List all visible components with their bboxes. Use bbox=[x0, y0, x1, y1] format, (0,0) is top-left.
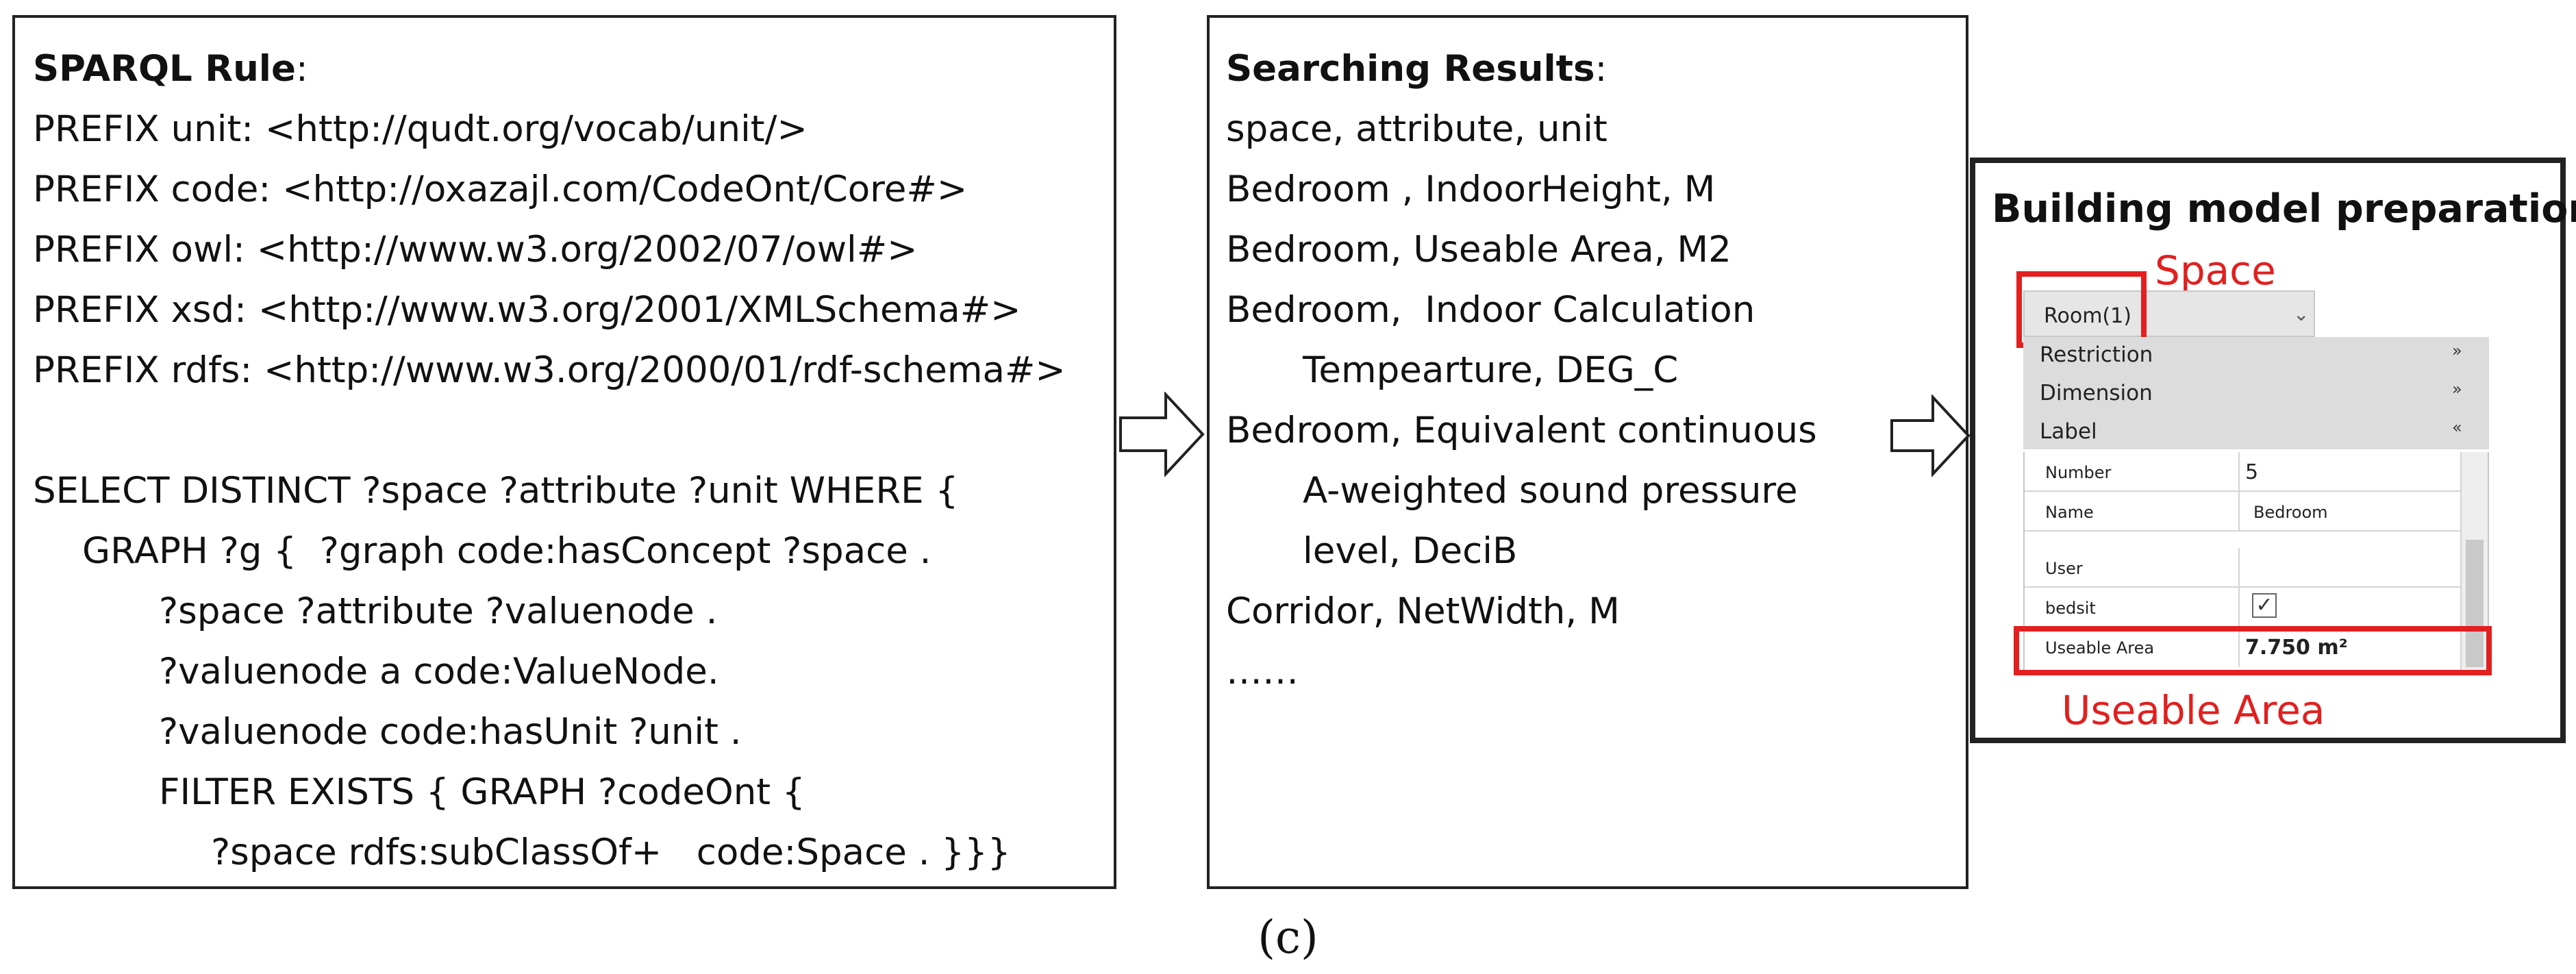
result-line: A-weighted sound pressure bbox=[1303, 470, 1798, 512]
sparql-line: PREFIX xsd: <http://www.w3.org/2001/XMLS… bbox=[33, 289, 1021, 331]
arrow-right-icon bbox=[1890, 395, 1971, 477]
property-key: bedsit bbox=[2045, 599, 2096, 618]
space-annotation-label: Space bbox=[2155, 247, 2276, 294]
sparql-line: GRAPH ?g { ?graph code:hasConcept ?space… bbox=[82, 530, 931, 572]
grid-divider bbox=[2238, 588, 2240, 626]
sparql-line: ?valuenode code:hasUnit ?unit . bbox=[159, 711, 742, 753]
results-heading-colon: : bbox=[1595, 48, 1608, 90]
collapse-chevron-icon[interactable]: « bbox=[2452, 418, 2462, 437]
searching-results-panel: Searching Results: space, attribute, uni… bbox=[1207, 15, 1968, 889]
sparql-line: PREFIX code: <http://oxazajl.com/CodeOnt… bbox=[33, 168, 968, 210]
sparql-rule-panel: SPARQL Rule: PREFIX unit: <http://qudt.o… bbox=[12, 15, 1116, 889]
result-line: space, attribute, unit bbox=[1226, 108, 1608, 150]
sparql-line: SELECT DISTINCT ?space ?attribute ?unit … bbox=[33, 470, 959, 512]
property-categories: Restriction » Dimension » Label « bbox=[2023, 337, 2489, 449]
sparql-line: PREFIX rdfs: <http://www.w3.org/2000/01/… bbox=[33, 349, 1066, 391]
sparql-line: PREFIX owl: <http://www.w3.org/2002/07/o… bbox=[33, 229, 918, 271]
arrow-right-icon bbox=[1119, 392, 1205, 477]
property-row-useable-area[interactable]: Useable Area 7.750 m² bbox=[2025, 627, 2488, 667]
property-key: User bbox=[2045, 559, 2083, 578]
property-key: Useable Area bbox=[2045, 638, 2155, 658]
property-key: Name bbox=[2045, 503, 2094, 522]
expand-chevron-icon[interactable]: » bbox=[2452, 341, 2462, 360]
grid-divider bbox=[2238, 492, 2240, 530]
chevron-down-icon: ⌄ bbox=[2293, 303, 2310, 325]
property-value[interactable]: 7.750 m² bbox=[2245, 636, 2348, 660]
sparql-line: ?valuenode a code:ValueNode. bbox=[159, 651, 719, 692]
category-label[interactable]: Label bbox=[2040, 419, 2097, 444]
figure-caption: (c) bbox=[1258, 911, 1318, 964]
sparql-heading-colon: : bbox=[295, 48, 308, 90]
sparql-line: ?space ?attribute ?valuenode . bbox=[159, 590, 718, 632]
property-key: Number bbox=[2045, 463, 2112, 482]
bedsit-checkbox[interactable]: ✓ bbox=[2252, 593, 2277, 618]
result-line: Bedroom, Useable Area, M2 bbox=[1226, 229, 1731, 271]
result-line: Bedroom , IndoorHeight, M bbox=[1226, 168, 1716, 210]
expand-chevron-icon[interactable]: » bbox=[2452, 379, 2462, 399]
property-value[interactable]: 5 bbox=[2245, 460, 2259, 484]
building-model-panel: Building model preparation Space Room(1)… bbox=[1970, 158, 2576, 743]
building-model-title: Building model preparation bbox=[1992, 186, 2576, 232]
sparql-line: PREFIX unit: <http://qudt.org/vocab/unit… bbox=[33, 108, 808, 150]
useable-area-highlight-box bbox=[2014, 626, 2492, 675]
property-grid: Number 5 Name Bedroom User bedsit ✓ Usea… bbox=[2023, 452, 2489, 671]
sparql-heading: SPARQL Rule: bbox=[33, 51, 308, 87]
category-restriction[interactable]: Restriction bbox=[2040, 342, 2153, 367]
grid-divider bbox=[2238, 452, 2240, 490]
useable-area-annotation-label: Useable Area bbox=[2062, 687, 2325, 734]
result-line: Bedroom, Equivalent continuous bbox=[1226, 410, 1817, 451]
scrollbar-thumb[interactable] bbox=[2466, 540, 2484, 667]
result-line: Corridor, NetWidth, M bbox=[1226, 590, 1620, 632]
category-dimension[interactable]: Dimension bbox=[2040, 381, 2153, 405]
results-heading: Searching Results: bbox=[1226, 51, 1607, 87]
property-row-bedsit[interactable]: bedsit ✓ bbox=[2025, 588, 2488, 627]
grid-divider bbox=[2238, 627, 2240, 667]
property-row-user[interactable]: User bbox=[2025, 548, 2488, 588]
property-row-name[interactable]: Name Bedroom bbox=[2025, 492, 2488, 532]
result-line: …… bbox=[1226, 651, 1299, 692]
results-heading-bold: Searching Results bbox=[1226, 48, 1595, 90]
grid-divider bbox=[2238, 548, 2240, 586]
room-select[interactable]: Room(1) ⌄ bbox=[2023, 290, 2315, 337]
result-line: level, DeciB bbox=[1303, 530, 1518, 572]
room-select-value: Room(1) bbox=[2044, 304, 2131, 328]
sparql-line: ?space rdfs:subClassOf+ code:Space . }}} bbox=[211, 832, 1011, 873]
result-line: Tempearture, DEG_C bbox=[1303, 349, 1679, 391]
property-value[interactable]: Bedroom bbox=[2253, 503, 2328, 522]
sparql-line: FILTER EXISTS { GRAPH ?codeOnt { bbox=[159, 771, 805, 813]
result-line: Bedroom, Indoor Calculation bbox=[1226, 289, 1755, 331]
sparql-heading-bold: SPARQL Rule bbox=[33, 48, 296, 90]
property-row-number[interactable]: Number 5 bbox=[2025, 452, 2488, 492]
scrollbar[interactable] bbox=[2460, 452, 2488, 671]
